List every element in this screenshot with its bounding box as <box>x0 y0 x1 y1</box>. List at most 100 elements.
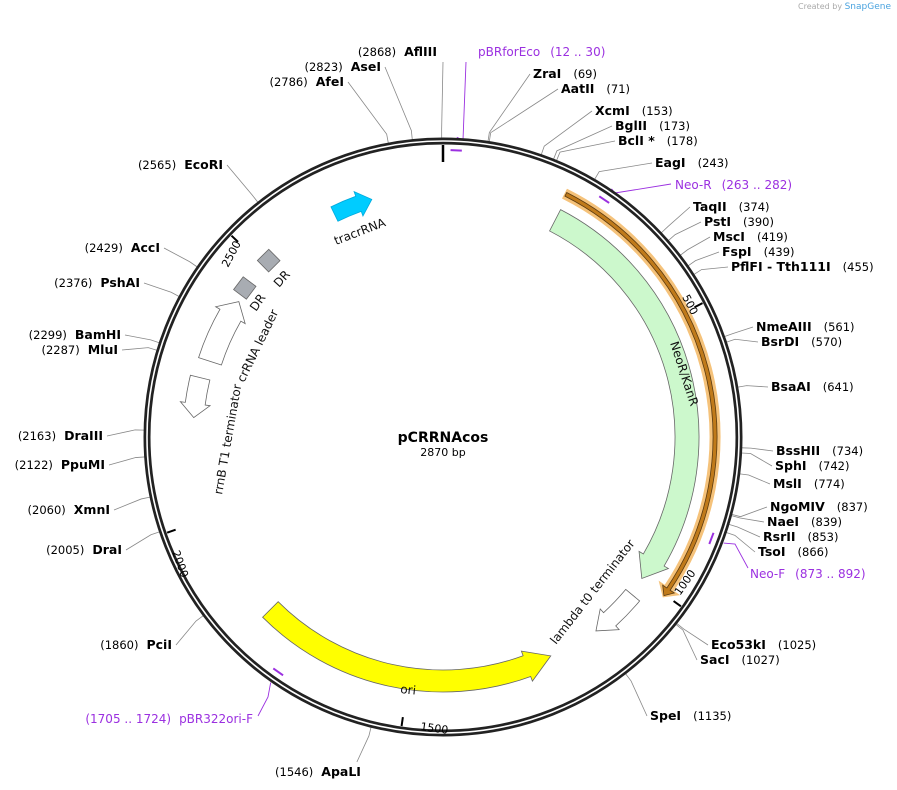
enzyme-name: EagI <box>655 155 686 170</box>
primer-mark[interactable] <box>450 149 462 152</box>
credit-brand: SnapGene <box>844 2 891 12</box>
enzyme-label[interactable]: (1860)PciI <box>100 637 172 652</box>
direct-repeat-label: DR <box>271 268 293 290</box>
neor-orf-arrow[interactable] <box>564 191 718 597</box>
enzyme-name: BsaAI <box>771 379 811 394</box>
enzyme-name: NmeAIII <box>756 319 812 334</box>
enzyme-label[interactable]: TaqII(374) <box>693 199 770 214</box>
enzyme-label[interactable]: PflFI - Tth111I(455) <box>731 259 874 274</box>
primer-name: Neo-F <box>750 567 785 581</box>
enzyme-site-line <box>556 140 616 161</box>
primer-mark[interactable] <box>598 195 610 204</box>
enzyme-site-line <box>175 615 204 646</box>
enzyme-label[interactable]: (2565)EcoRI <box>138 157 223 172</box>
enzyme-label[interactable]: (2163)DraIII <box>18 428 103 443</box>
enzyme-label[interactable]: MslI(774) <box>773 476 845 491</box>
primer-mark[interactable] <box>272 667 284 677</box>
enzyme-position: (2786) <box>270 75 308 89</box>
enzyme-label[interactable]: BglII(173) <box>615 118 690 133</box>
enzyme-label[interactable]: EagI(243) <box>655 155 729 170</box>
ori-feature[interactable] <box>262 601 552 693</box>
enzyme-label[interactable]: (2005)DraI <box>46 542 122 557</box>
enzyme-label[interactable]: BsaAI (641) <box>771 379 854 394</box>
enzyme-label[interactable]: XcmI(153) <box>595 103 673 118</box>
enzyme-label[interactable]: PstI(390) <box>704 214 774 229</box>
enzyme-name: BclI * <box>618 133 655 148</box>
enzyme-label[interactable]: BsrDI(570) <box>761 334 842 349</box>
primer-mark[interactable] <box>708 532 715 545</box>
enzyme-position: (2287) <box>41 343 79 357</box>
enzyme-label[interactable]: NgoMIV(837) <box>770 499 868 514</box>
enzyme-name: PshAI <box>100 275 140 290</box>
neor-kanr-feature[interactable] <box>549 209 700 580</box>
enzyme-position: (439) <box>764 245 795 259</box>
enzyme-site-line <box>163 247 198 268</box>
enzyme-site-line <box>487 73 531 142</box>
enzyme-label[interactable]: AatII(71) <box>561 81 630 96</box>
enzyme-position: (734) <box>832 444 863 458</box>
enzyme-label[interactable]: BclI * (178) <box>618 133 698 148</box>
enzyme-label[interactable]: FspI(439) <box>722 244 795 259</box>
enzyme-position: (2299) <box>29 328 67 342</box>
enzyme-position: (1546) <box>275 765 313 779</box>
enzyme-label[interactable]: BssHII (734) <box>776 443 863 458</box>
primer-label[interactable]: Neo-R(263 .. 282) <box>675 178 792 192</box>
enzyme-position: (178) <box>667 134 698 148</box>
primer-line <box>723 542 749 569</box>
enzyme-label[interactable]: TsoI(866) <box>758 544 828 559</box>
enzyme-site-line <box>108 456 145 466</box>
enzyme-label[interactable]: (2060)XmnI <box>28 502 110 517</box>
enzyme-label[interactable]: SphI(742) <box>775 458 849 473</box>
enzyme-position: (153) <box>642 104 673 118</box>
enzyme-position: (173) <box>659 119 690 133</box>
enzyme-label[interactable]: RsrII(853) <box>763 529 838 544</box>
tracrrna-feature[interactable] <box>330 190 373 222</box>
enzyme-label[interactable]: ZraI(69) <box>533 66 597 81</box>
backbone-gap <box>146 140 740 734</box>
enzyme-label[interactable]: (2376)PshAI <box>54 275 140 290</box>
enzyme-position: (1860) <box>100 638 138 652</box>
enzyme-site-line <box>347 81 389 144</box>
primer-label[interactable]: pBRforEco(12 .. 30) <box>478 45 605 59</box>
enzyme-name: SacI <box>700 652 730 667</box>
enzyme-label[interactable]: (1546)ApaLI <box>275 764 361 779</box>
enzyme-label[interactable]: (2287)MluI <box>41 342 118 357</box>
enzyme-label[interactable]: SpeI(1135) <box>650 708 731 723</box>
enzyme-name: AccI <box>131 240 160 255</box>
enzyme-name: SpeI <box>650 708 681 723</box>
enzyme-position: (2060) <box>28 503 66 517</box>
rrnb-t1-terminator-feature[interactable] <box>179 374 212 419</box>
enzyme-label[interactable]: SacI(1027) <box>700 652 780 667</box>
enzyme-label[interactable]: (2823)AseI <box>305 59 382 74</box>
direct-repeat-feature[interactable] <box>256 248 281 273</box>
enzyme-label[interactable]: (2786)AfeI <box>270 74 345 89</box>
enzyme-label[interactable]: Eco53kI(1025) <box>711 637 816 652</box>
enzyme-label[interactable]: (2122)PpuMI <box>15 457 105 472</box>
enzyme-site-line <box>625 673 648 717</box>
lambda-t0-terminator-feature[interactable] <box>595 588 641 632</box>
enzyme-name: BssHII <box>776 443 820 458</box>
crrna-leader-feature[interactable] <box>198 301 246 366</box>
snapgene-credit: Created by SnapGene <box>798 2 891 12</box>
enzyme-label[interactable]: (2299)BamHI <box>29 327 121 342</box>
enzyme-site-line <box>540 110 593 155</box>
primer-label[interactable]: (1705 .. 1724)pBR322ori-F <box>85 712 253 726</box>
enzyme-label[interactable]: (2429)AccI <box>85 240 160 255</box>
primer-label[interactable]: Neo-F(873 .. 892) <box>750 567 866 581</box>
enzyme-label[interactable]: (2868)AflIII <box>358 44 437 59</box>
enzyme-position: (641) <box>823 380 854 394</box>
direct-repeat-feature[interactable] <box>233 276 257 300</box>
enzyme-site-line <box>687 251 720 267</box>
enzyme-site-line <box>739 473 771 485</box>
enzyme-position: (374) <box>739 200 770 214</box>
enzyme-position: (2122) <box>15 458 53 472</box>
primer-line <box>257 682 272 717</box>
enzyme-label[interactable]: NaeI(839) <box>767 514 842 529</box>
rrnb-t1-terminator-feature-label: rrnB T1 terminator <box>211 383 244 495</box>
enzyme-label[interactable]: MscI(419) <box>713 229 788 244</box>
enzyme-name: ZraI <box>533 66 561 81</box>
ori-feature-label: ori <box>400 682 417 698</box>
enzyme-label[interactable]: NmeAIII(561) <box>756 319 855 334</box>
tick-mark <box>694 302 703 309</box>
